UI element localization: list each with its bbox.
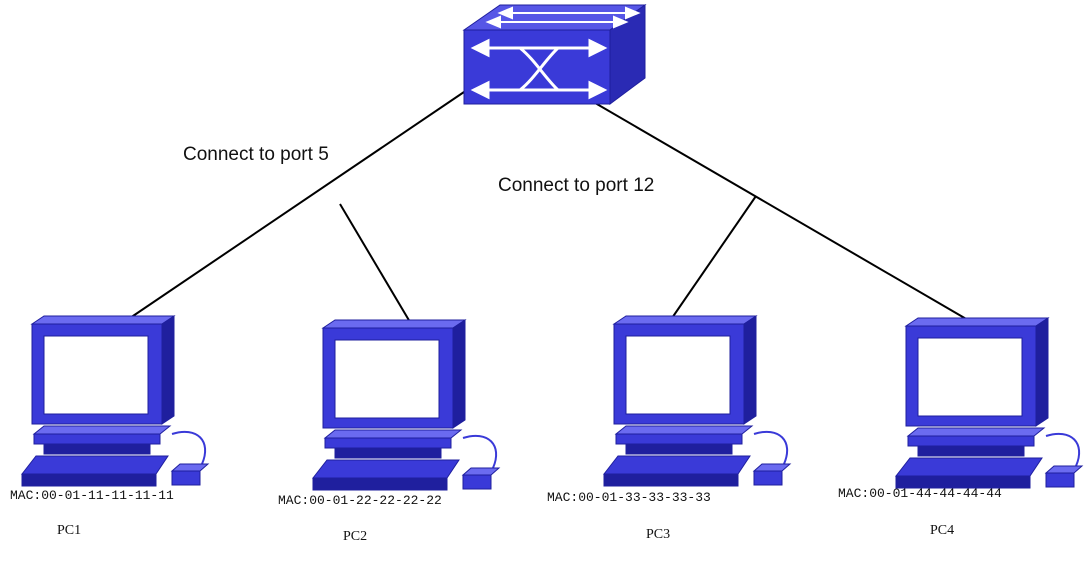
pc-2 <box>311 319 501 491</box>
monitor-screen <box>43 335 149 415</box>
keyboard-front <box>895 475 1031 489</box>
mouse-top <box>461 467 501 476</box>
computer-icon <box>602 315 792 487</box>
stand <box>43 443 151 455</box>
branch-line-pc2 <box>339 203 411 323</box>
trunk-line-port5 <box>129 91 465 319</box>
keyboard-front <box>312 477 448 491</box>
monitor-side <box>452 319 466 429</box>
monitor-top <box>321 319 467 329</box>
stand <box>917 445 1025 457</box>
computer-icon <box>311 319 501 491</box>
pc-4 <box>894 317 1084 489</box>
mouse-body <box>171 470 201 486</box>
monitor-screen <box>334 339 440 419</box>
monitor-side <box>743 315 757 425</box>
keyboard-front <box>603 473 739 487</box>
monitor-screen <box>917 337 1023 417</box>
mac-label-pc2: MAC:00-01-22-22-22-22 <box>278 493 442 508</box>
mouse-body <box>753 470 783 486</box>
keyboard-top <box>311 459 460 479</box>
mouse-cable <box>753 430 789 465</box>
switch-top-arrows <box>485 6 641 29</box>
mac-label-pc3: MAC:00-01-33-33-33-33 <box>547 490 711 505</box>
mac-label-pc4: MAC:00-01-44-44-44-44 <box>838 486 1002 501</box>
mouse-top <box>1044 465 1084 474</box>
monitor-top <box>612 315 758 325</box>
network-switch-icon <box>462 4 647 105</box>
connection-label-port12: Connect to port 12 <box>498 175 654 196</box>
mouse-top <box>752 463 792 472</box>
base-front <box>33 433 161 445</box>
connection-lines <box>129 91 969 323</box>
connection-label-port5: Connect to port 5 <box>183 144 329 165</box>
pc-name-pc4: PC4 <box>930 523 954 538</box>
base-front <box>907 435 1035 447</box>
keyboard-front <box>21 473 157 487</box>
mouse-top <box>170 463 210 472</box>
base-front <box>324 437 452 449</box>
stand <box>334 447 442 459</box>
mouse-cable <box>462 434 498 469</box>
mouse-cable <box>171 430 207 465</box>
pc-name-pc2: PC2 <box>343 529 367 544</box>
monitor-side <box>161 315 175 425</box>
mouse-cable <box>1045 432 1081 467</box>
keyboard-top <box>602 455 751 475</box>
base-top <box>32 425 172 435</box>
computer-icon <box>20 315 210 487</box>
monitor-top <box>904 317 1050 327</box>
mouse-body <box>1045 472 1075 488</box>
base-top <box>906 427 1046 437</box>
monitor-screen <box>625 335 731 415</box>
keyboard-top <box>894 457 1043 477</box>
base-top <box>323 429 463 439</box>
pc-name-pc1: PC1 <box>57 523 81 538</box>
mac-label-pc1: MAC:00-01-11-11-11-11 <box>10 488 174 503</box>
trunk-line-port12 <box>589 99 969 321</box>
pc-name-pc3: PC3 <box>646 527 670 542</box>
monitor-side <box>1035 317 1049 427</box>
pc-1 <box>20 315 210 487</box>
switch-front-arrows <box>470 38 608 100</box>
pc-3 <box>602 315 792 487</box>
stand <box>625 443 733 455</box>
computer-icon <box>894 317 1084 489</box>
base-front <box>615 433 743 445</box>
mouse-body <box>462 474 492 490</box>
base-top <box>614 425 754 435</box>
keyboard-top <box>20 455 169 475</box>
branch-line-pc3 <box>671 195 757 319</box>
monitor-top <box>30 315 176 325</box>
